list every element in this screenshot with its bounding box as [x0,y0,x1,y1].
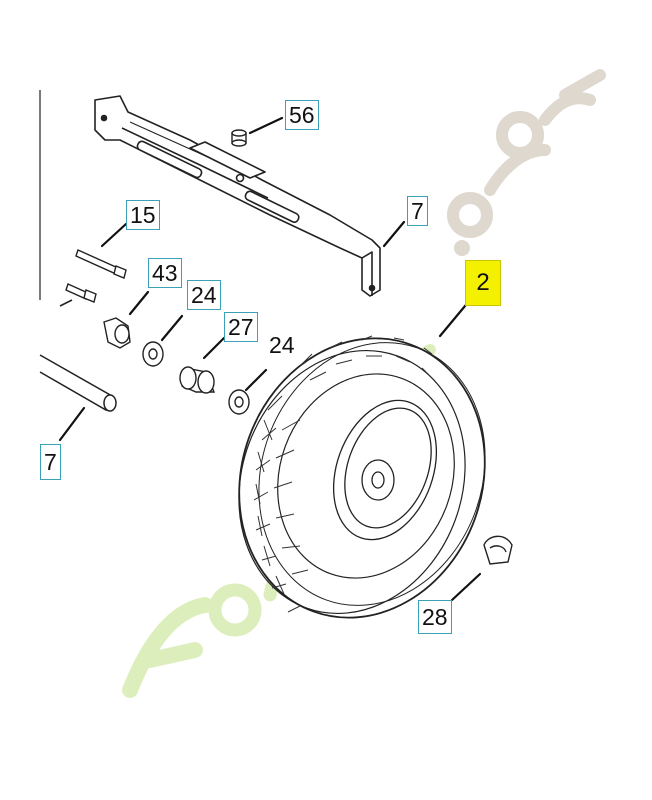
part-43 [103,317,131,349]
callout-24-b[interactable]: 24 [265,330,299,360]
washer-24-b [228,389,250,415]
callout-2-highlighted[interactable]: 2 [465,260,501,306]
callout-28[interactable]: 28 [418,600,452,634]
bolt-small-leader [59,299,73,307]
height-bracket [94,95,381,297]
callout-7-axle[interactable]: 7 [40,444,61,480]
bolt-15 [75,249,127,279]
wheel-assembly [238,335,486,619]
callout-15[interactable]: 15 [126,200,160,230]
callout-24-a[interactable]: 24 [187,280,221,310]
callout-27[interactable]: 27 [224,312,258,342]
washer-24-a [142,341,164,367]
hub-cap-28 [483,535,513,565]
nut-56 [231,129,247,147]
bushing-27 [179,366,216,394]
bolt-small [65,283,97,303]
callout-56[interactable]: 56 [285,100,319,130]
callout-7-bracket[interactable]: 7 [407,196,428,226]
callout-43[interactable]: 43 [148,258,182,288]
leader-lines [58,116,482,602]
axle-rod [39,354,117,412]
